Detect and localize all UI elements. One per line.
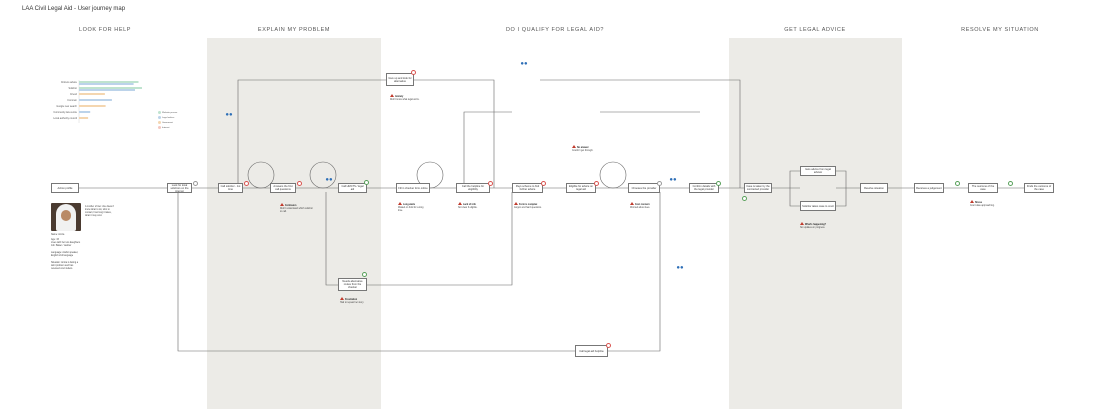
people-icon: ●● xyxy=(225,112,233,118)
legend-internet: Internet xyxy=(158,126,169,129)
chart-bar xyxy=(79,111,91,113)
stage-get-advice: GET LEGAL ADVICE xyxy=(784,27,846,33)
stage-look-for-help: LOOK FOR HELP xyxy=(78,27,132,33)
stage-qualify: DO I QUALIFY FOR LEGAL AID? xyxy=(505,27,605,33)
legend-website: Website person xyxy=(158,111,177,114)
chart-bar xyxy=(79,117,89,119)
chart-bar xyxy=(79,83,134,85)
persona-goal: A mother of two: she doesn't know what t… xyxy=(85,206,114,217)
step-eligible: Eligible for advice on legal aid xyxy=(566,183,596,193)
chart-bar xyxy=(79,89,135,91)
legend-government: Goverment xyxy=(158,121,173,124)
people-icon: ●● xyxy=(669,177,677,183)
emotion-face-icon xyxy=(193,181,198,186)
emotion-face-icon xyxy=(594,181,599,186)
step-fill-checker: Fill in checker form online xyxy=(396,183,430,193)
chart-bar xyxy=(79,99,112,101)
persona-name: Name: Amira xyxy=(51,234,65,236)
step-call-helpline: Call the helpline for eligibility xyxy=(456,183,490,193)
chart-category-label: Community law centre xyxy=(53,110,77,114)
chart-category-label: Friend xyxy=(70,92,77,96)
step-judgement: Receives a judgement xyxy=(914,183,944,193)
emotion-face-icon xyxy=(541,181,546,186)
step-give-up: Give up and look for alternative xyxy=(386,73,414,86)
chart-category-label: Solicitor xyxy=(68,86,77,90)
stage-band-explain xyxy=(207,38,381,409)
step-takes-court: Solicitor takes case to court xyxy=(800,201,836,211)
legend-legal: Legal advice xyxy=(158,116,174,119)
emotion-face-icon xyxy=(955,181,960,186)
persona-situation: Situation: Amira is facing a debt proble… xyxy=(51,262,79,270)
chart-bar xyxy=(79,87,142,89)
page-title: LAA Civil Legal Aid - User journey map xyxy=(22,6,126,12)
step-gets-advice: Gets advice from legal advisor xyxy=(800,166,836,176)
emotion-face-icon xyxy=(716,181,721,186)
step-look-solicitors: Look for local solicitors on the interne… xyxy=(167,183,192,193)
chart-category-label: Google new search xyxy=(56,104,77,108)
action-profile-box: Action profile xyxy=(51,183,79,193)
step-confirm-details: Confirm details with the legal provider xyxy=(689,183,719,193)
persona-language: Language: Arabic speaker, English 2nd la… xyxy=(51,252,79,257)
people-icon: ●● xyxy=(325,177,333,183)
chart-bar xyxy=(79,81,139,83)
step-alt-routes: Needs alternative routes from the checke… xyxy=(338,278,367,291)
chart-bar xyxy=(79,105,106,107)
step-pays-scheme: Pays scheme to find further advice xyxy=(512,183,543,193)
emotion-face-icon xyxy=(1008,181,1013,186)
emotion-face-icon xyxy=(244,181,249,186)
emotion-face-icon xyxy=(364,180,369,185)
chart-category-label: Citizens advice xyxy=(60,80,77,84)
step-chooses-provider: Chooses the provider xyxy=(628,183,660,193)
chart-category-label: Local authority council xyxy=(53,116,77,120)
stage-band-advice xyxy=(729,38,902,409)
persona-photo xyxy=(51,203,81,231)
warning-whats-happening: What's happening?No updates on progress. xyxy=(800,222,827,229)
people-icon: ●● xyxy=(676,265,684,271)
emotion-face-icon xyxy=(362,272,367,277)
step-call-solicitor: Call solicitor - 1st time xyxy=(218,183,243,193)
step-resolve: Resolve situation xyxy=(860,183,888,193)
step-case-taken: Case is taken by the contracted provider xyxy=(744,183,772,193)
people-icon: ●● xyxy=(520,61,528,67)
step-outcome: The outcome of the case xyxy=(968,183,998,193)
chart-bar xyxy=(79,93,105,95)
stage-explain-problem: EXPLAIN MY PROBLEM xyxy=(257,27,331,33)
chart-category-label: Common xyxy=(67,98,77,102)
emotion-face-icon xyxy=(742,196,747,201)
emotion-face-icon xyxy=(411,70,416,75)
persona-details: Age: 33 Lives with her two daughters Job… xyxy=(51,239,81,247)
step-call-hmcts: Call HMCTS / legal aid xyxy=(338,183,367,193)
stage-resolve: RESOLVE MY SITUATION xyxy=(961,27,1039,33)
step-finds-outcome: Finds the outcome of the case xyxy=(1024,183,1054,193)
emotion-face-icon xyxy=(488,181,493,186)
emotion-face-icon xyxy=(606,343,611,348)
step-legal-helpline: Call legal aid helpline xyxy=(575,345,608,357)
emotion-face-icon xyxy=(297,181,302,186)
emotion-face-icon xyxy=(657,181,662,186)
step-answers-questions: Answers the first call questions xyxy=(270,183,296,193)
